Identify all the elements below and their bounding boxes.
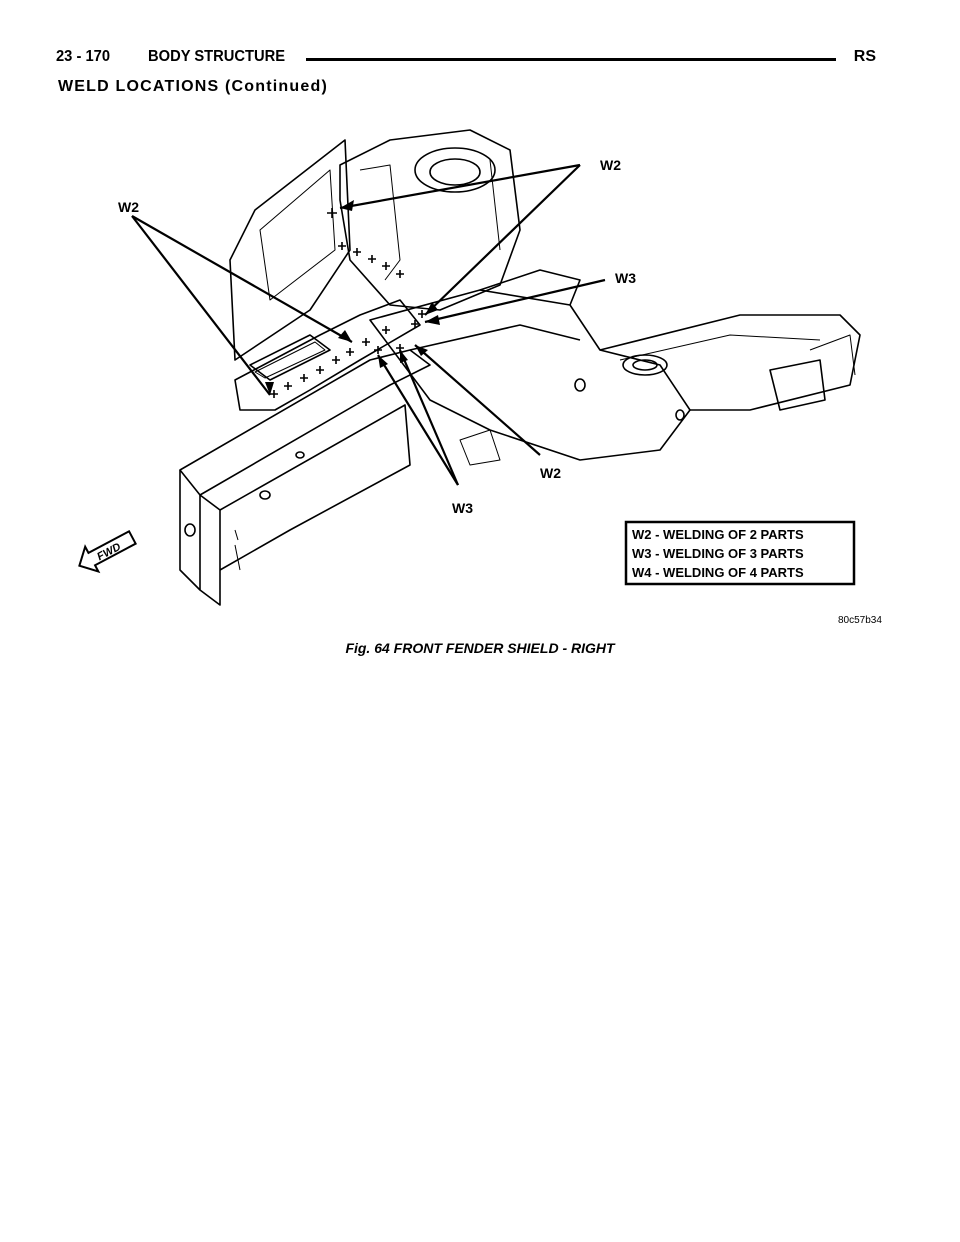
callout-w3-right: W3 [615,270,636,286]
callout-leaders [131,163,606,486]
fwd-arrow-icon: FWD [78,529,138,574]
page-number: 23 - 170 [56,48,111,65]
subheading: WELD LOCATIONS (Continued) [58,78,328,95]
image-code: 80c57b34 [838,615,882,626]
callout-w2-lower: W2 [540,465,561,481]
legend-line-1: W2 - WELDING OF 2 PARTS [632,527,804,542]
weld-legend: W2 - WELDING OF 2 PARTS W3 - WELDING OF … [624,520,856,586]
legend-line-2: W3 - WELDING OF 3 PARTS [632,546,804,561]
fender-shield-diagram: W2 W2 W3 W2 W3 W2 - WELDING OF 2 PARTS W… [78,129,882,626]
figure-caption: Fig. 64 FRONT FENDER SHIELD - RIGHT [345,640,615,656]
callout-w2-upper-right: W2 [600,157,621,173]
callout-arrowheads [265,200,440,395]
body-structure-drawing [179,129,861,606]
callout-w3-bottom: W3 [452,500,473,516]
weld-marks [270,208,426,398]
legend-line-3: W4 - WELDING OF 4 PARTS [632,565,804,580]
header-rule [306,58,836,61]
callout-w2-left: W2 [118,199,139,215]
fwd-label: FWD [95,541,123,563]
page-header: 23 - 170 BODY STRUCTURE RS [56,46,876,72]
model-code: RS [853,48,876,65]
section-title: BODY STRUCTURE [148,48,286,65]
